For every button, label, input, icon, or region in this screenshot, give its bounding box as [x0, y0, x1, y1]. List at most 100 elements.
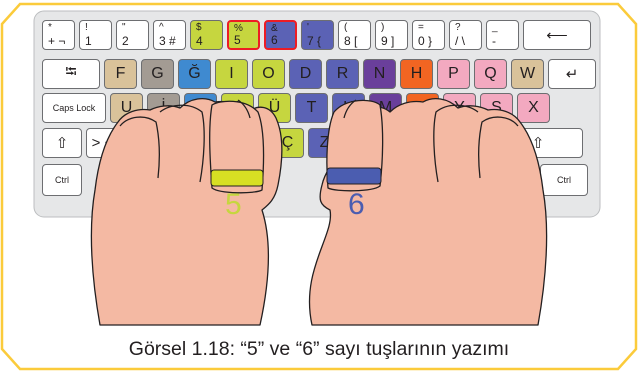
- key-row3-2: İ: [147, 93, 180, 123]
- key-row3-11: Ş: [480, 93, 513, 123]
- key-row3-6: T: [295, 93, 328, 123]
- key-label: S: [346, 134, 377, 152]
- key-bottom-label: 7 {: [307, 35, 321, 47]
- key-top-label: (: [344, 22, 347, 33]
- key-label: A: [222, 99, 253, 117]
- key-row4-1: > <: [86, 128, 119, 158]
- key-row3-7: K: [332, 93, 365, 123]
- key-row4-2: J: [123, 128, 156, 158]
- key-row4-0: ⇧: [42, 128, 82, 158]
- key-label: H: [401, 65, 432, 83]
- key-bottom-label: 6: [271, 34, 278, 46]
- key-top-label: *: [48, 22, 52, 33]
- key-row1-3: ^ 3 #: [153, 20, 186, 50]
- key-row2-10: P: [437, 59, 470, 89]
- key-label: M: [370, 99, 401, 117]
- key-row1-13: ⟵: [523, 20, 591, 50]
- key-row2-4: I: [215, 59, 248, 89]
- key-label: ⇧: [494, 134, 582, 152]
- key-row4-5: C: [234, 128, 267, 158]
- key-row4-10: .: [419, 128, 452, 158]
- key-row3-9: L: [406, 93, 439, 123]
- key-row4-11: ,: [456, 128, 489, 158]
- key-label: K: [333, 99, 364, 117]
- key-row4-4: V: [197, 128, 230, 158]
- key-label: Ü: [259, 99, 290, 117]
- key-top-label: ^: [159, 22, 164, 33]
- key-label: R: [327, 65, 358, 83]
- key-row1-7: ' 7 {: [301, 20, 334, 50]
- key-row2-1: F: [104, 59, 137, 89]
- key-label: ⭾: [43, 62, 99, 87]
- key-label: P: [438, 65, 469, 83]
- key-label: L: [407, 99, 438, 117]
- key-label: J: [124, 134, 155, 152]
- key-bottom-label: 3 #: [159, 35, 176, 47]
- key-top-label: $: [196, 22, 202, 33]
- key-row1-12: _-: [486, 20, 519, 50]
- key-row3-3: E: [184, 93, 217, 123]
- key-row2-11: Q: [474, 59, 507, 89]
- key-row3-5: Ü: [258, 93, 291, 123]
- key-label: Ğ: [179, 65, 210, 83]
- key-label: G: [142, 65, 173, 83]
- key-row3-10: Y: [443, 93, 476, 123]
- key-bottom-label: + ¬: [48, 35, 65, 47]
- key-row2-9: H: [400, 59, 433, 89]
- key-row4-9: B: [382, 128, 415, 158]
- key-row2-12: W: [511, 59, 544, 89]
- key-row2-5: O: [252, 59, 285, 89]
- key-row5-0: Ctrl: [42, 164, 82, 196]
- key-row3-0: Caps Lock: [42, 93, 106, 123]
- key-label: E: [185, 99, 216, 117]
- key-row2-6: D: [289, 59, 322, 89]
- key-label: O: [253, 65, 284, 83]
- key-label: Y: [444, 99, 475, 117]
- key-label: F: [105, 65, 136, 83]
- key-row4-7: Z: [308, 128, 341, 158]
- key-row1-9: )9 ]: [375, 20, 408, 50]
- key-label: Ç: [272, 134, 303, 152]
- key-label: Q: [475, 65, 506, 83]
- key-row3-8: M: [369, 93, 402, 123]
- key-label: ,: [457, 134, 488, 152]
- key-top-label: ': [307, 22, 309, 33]
- key-row2-8: N: [363, 59, 396, 89]
- key-top-label: ?: [455, 22, 461, 33]
- key-label: D: [290, 65, 321, 83]
- key-row4-12: ⇧: [493, 128, 583, 158]
- key-label: ⟵: [524, 26, 590, 44]
- key-row2-13: ↵: [548, 59, 596, 89]
- key-label: Ctrl: [43, 175, 81, 185]
- key-row2-7: R: [326, 59, 359, 89]
- key-bottom-label: 9 ]: [381, 35, 394, 47]
- key-row1-4: $4: [190, 20, 223, 50]
- key-top-label: _: [492, 22, 498, 33]
- key-row3-4: A: [221, 93, 254, 123]
- key-row1-5: %5: [227, 20, 260, 50]
- key-bottom-label: / \: [455, 35, 465, 47]
- key-label: ▤: [503, 171, 529, 189]
- key-label: I: [216, 65, 247, 83]
- key-row4-3: Ö: [160, 128, 193, 158]
- key-row4-8: S: [345, 128, 378, 158]
- key-bottom-label: 8 [: [344, 35, 357, 47]
- figure-caption: Görsel 1.18: “5” ve “6” sayı tuşlarının …: [0, 338, 638, 361]
- key-top-label: !: [85, 22, 88, 33]
- key-label: Ö: [161, 134, 192, 152]
- key-row1-2: "2: [116, 20, 149, 50]
- key-bottom-label: 1: [85, 35, 92, 47]
- key-label: T: [296, 99, 327, 117]
- key-row1-10: =0 }: [412, 20, 445, 50]
- key-row1-1: !1: [79, 20, 112, 50]
- key-row4-6: Ç: [271, 128, 304, 158]
- key-row3-12: X: [517, 93, 550, 123]
- key-bottom-label: 0 }: [418, 35, 432, 47]
- key-label: İ: [148, 99, 179, 117]
- key-label: ⇧: [43, 134, 81, 152]
- key-row3-1: U: [110, 93, 143, 123]
- key-label: Ş: [481, 99, 512, 117]
- key-label: N: [364, 65, 395, 83]
- key-label: W: [512, 65, 543, 83]
